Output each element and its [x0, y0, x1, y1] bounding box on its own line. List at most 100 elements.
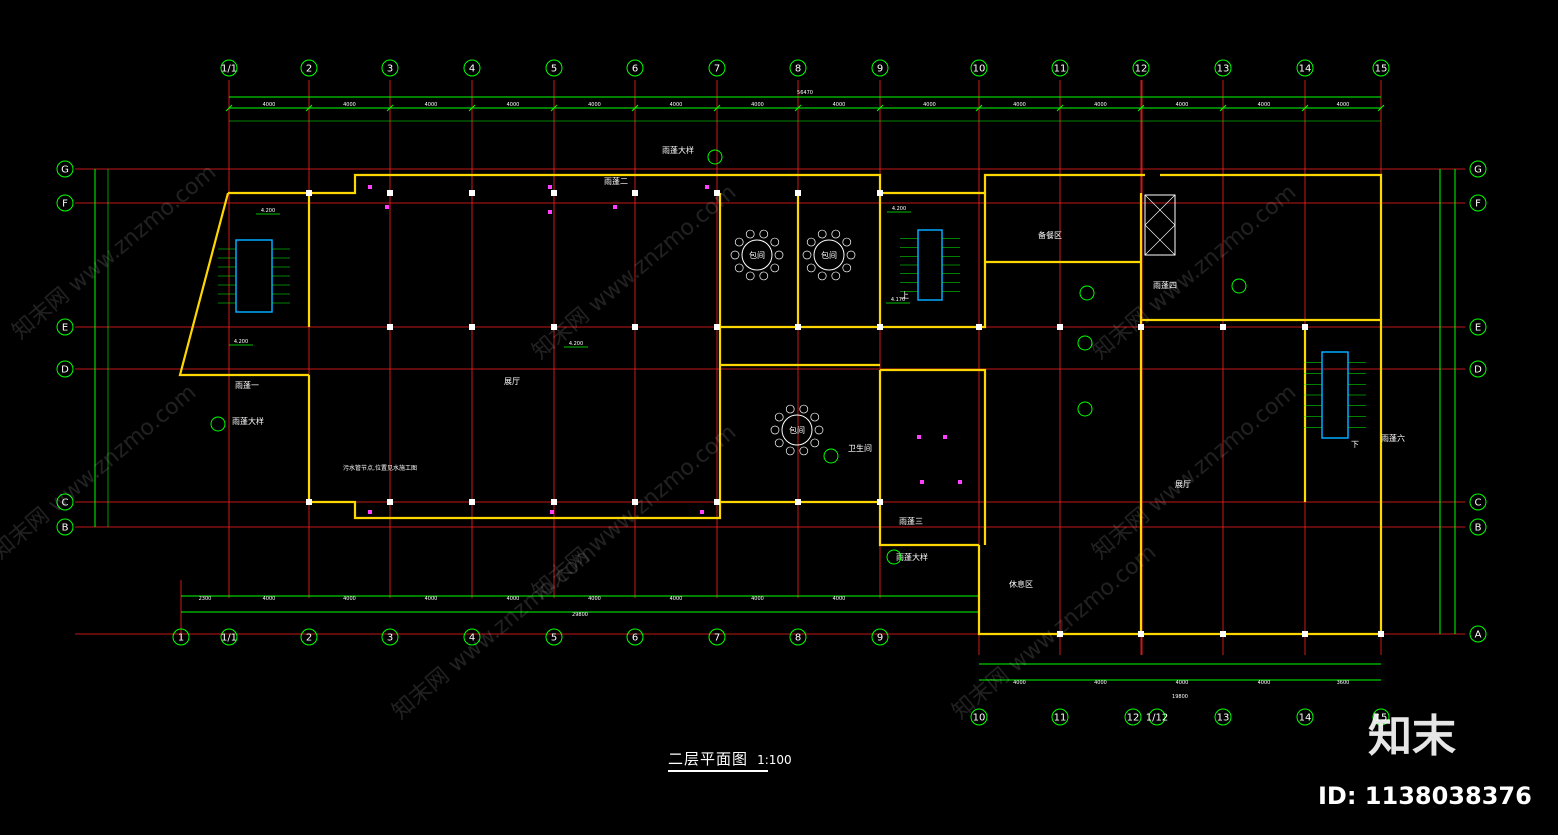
- axis-bubble-left-label: B: [62, 523, 69, 534]
- dimension-tick: [225, 104, 233, 112]
- plumbing-fixture: [920, 480, 924, 484]
- axis-bubble-top-label: 3: [387, 64, 393, 75]
- room-label-pantry: 备餐区: [1038, 230, 1062, 240]
- dimension-text-bottom-right: 4000: [1013, 680, 1026, 686]
- round-table-chair: [817, 271, 827, 281]
- axis-bubble-right: [1469, 194, 1487, 212]
- axis-bubble-left-label: G: [61, 165, 69, 176]
- axis-bubble-bottom: [172, 628, 190, 646]
- room-label-canopy-detail: 雨蓬大样: [232, 416, 264, 426]
- axis-bubble-top-label: 10: [973, 64, 986, 75]
- axis-bubble-top-label: 15: [1375, 64, 1388, 75]
- axis-bubble-bottom: [1214, 708, 1232, 726]
- axis-bubble-right: [1469, 625, 1487, 643]
- round-table-chair: [842, 237, 852, 247]
- stair-east: [1321, 351, 1349, 439]
- interior-wall: [878, 518, 979, 547]
- structural-column: [1057, 324, 1063, 330]
- structural-column: [551, 324, 557, 330]
- axis-bubble-bottom: [871, 628, 889, 646]
- exterior-wall-north: [309, 173, 1145, 195]
- room-label-canopy: 雨蓬二: [604, 176, 628, 186]
- round-table-chair: [810, 412, 820, 422]
- dimension-text-top: 4000: [833, 102, 846, 108]
- axis-bubble-top-label: 12: [1135, 64, 1148, 75]
- dimension-text-top: 4000: [1013, 102, 1026, 108]
- axis-bubble-top-label: 5: [551, 64, 557, 75]
- structural-column: [877, 499, 883, 505]
- round-table-chair: [806, 237, 816, 247]
- axis-bubble-top-label: 7: [714, 64, 720, 75]
- elevation-value: 4.200: [261, 208, 275, 214]
- axis-bubble-top: [463, 59, 481, 77]
- structural-column: [795, 190, 801, 196]
- dimension-text-bottom-right: 4000: [1176, 680, 1189, 686]
- axis-bubble-top: [789, 59, 807, 77]
- room-label-canopy: 雨蓬三: [899, 516, 923, 526]
- dimension-tick: [794, 104, 802, 112]
- dimension-text-top: 4000: [923, 102, 936, 108]
- room-label-private-room: 包间: [749, 250, 765, 260]
- axis-bubble-right-label: A: [1475, 630, 1482, 641]
- dimension-tick: [550, 104, 558, 112]
- plumbing-fixture: [368, 185, 372, 189]
- dimension-text-bottom-left: 4000: [751, 596, 764, 602]
- structural-column: [714, 190, 720, 196]
- room-label-canopy-detail: 雨蓬大样: [896, 552, 928, 562]
- axis-bubble-bottom: [1124, 708, 1142, 726]
- structural-column: [1302, 631, 1308, 637]
- dimension-tick: [1056, 104, 1064, 112]
- detail-callout-bubble: [1077, 401, 1093, 417]
- stair-down-label: 下: [1351, 440, 1359, 449]
- axis-bubble-top: [970, 59, 988, 77]
- dimension-text-top-total: 56470: [797, 90, 813, 96]
- watermark-text: 知末网 www.znzmo.com: [528, 180, 741, 365]
- axis-bubble-bottom-label: 11: [1054, 713, 1067, 724]
- axis-bubble-bottom-label: 1: [178, 633, 184, 644]
- round-table-chair: [831, 229, 841, 239]
- round-table-chair: [846, 250, 856, 260]
- dimension-text-bottom-left: 4000: [833, 596, 846, 602]
- axis-bubble-top: [1051, 59, 1069, 77]
- detail-callout-bubble: [210, 416, 226, 432]
- dimension-text-bottom-right: 4000: [1258, 680, 1271, 686]
- round-table-chair: [759, 229, 769, 239]
- dimension-text-bottom-left-total: 29800: [572, 612, 588, 618]
- dimension-text-top: 4000: [1258, 102, 1271, 108]
- plumbing-fixture: [943, 435, 947, 439]
- drainage-note: 污水管节点,位置见水施工图: [343, 464, 417, 472]
- structural-column: [877, 324, 883, 330]
- drawing-title-block: 二层平面图 1:100: [668, 748, 792, 769]
- axis-bubble-bottom-label: 1/12: [1146, 713, 1168, 724]
- round-table: [741, 239, 773, 271]
- axis-bubble-left: [56, 194, 74, 212]
- axis-bubble-bottom: [220, 628, 238, 646]
- structural-column: [795, 499, 801, 505]
- axis-bubble-right-label: D: [1474, 365, 1482, 376]
- title-underline: [668, 770, 768, 772]
- dimension-tick: [631, 104, 639, 112]
- axis-bubble-left: [56, 160, 74, 178]
- axis-bubble-right-label: C: [1475, 498, 1482, 509]
- structural-column: [551, 499, 557, 505]
- axis-bubble-top-label: 11: [1054, 64, 1067, 75]
- detail-callout-bubble: [1231, 278, 1247, 294]
- exterior-wall-slanted: [178, 192, 309, 377]
- round-table-chair: [770, 425, 780, 435]
- structural-column: [632, 190, 638, 196]
- structural-column: [1220, 631, 1226, 637]
- dimension-tick: [386, 104, 394, 112]
- room-label-hall-east: 展厅: [1175, 480, 1191, 489]
- round-table-chair: [806, 263, 816, 273]
- axis-bubble-bottom-label: 9: [877, 633, 883, 644]
- dimension-text-top: 4000: [1094, 102, 1107, 108]
- stair-west: [235, 239, 273, 313]
- axis-bubble-bottom-label: 1/1: [221, 633, 237, 644]
- axis-bubble-bottom-label: 7: [714, 633, 720, 644]
- structural-column: [1220, 324, 1226, 330]
- dimension-text-bottom-right: 4000: [1094, 680, 1107, 686]
- round-table-chair: [802, 250, 812, 260]
- round-table-chair: [774, 412, 784, 422]
- axis-bubble-top: [1132, 59, 1150, 77]
- structural-column: [714, 499, 720, 505]
